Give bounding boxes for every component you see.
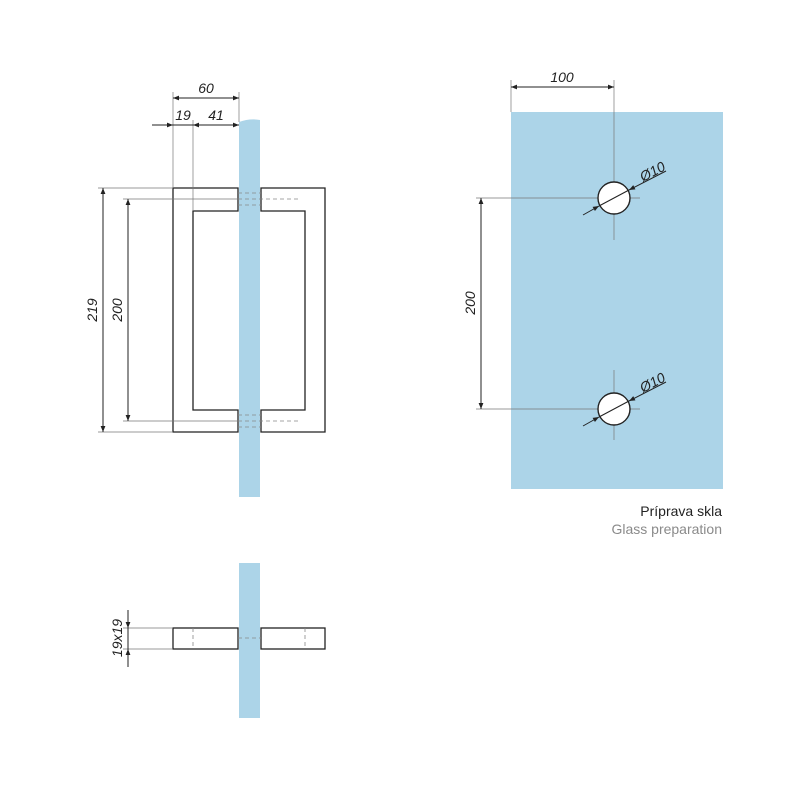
glass-strip — [239, 119, 260, 497]
dim-gap: 41 — [208, 107, 224, 123]
diameter-leader — [598, 189, 630, 207]
bar-right — [260, 627, 326, 650]
diameter-leader — [598, 400, 630, 418]
dim-glass-hole-spacing: 200 — [462, 291, 478, 316]
dim-bar: 19 — [175, 107, 191, 123]
front-view: 60 19 41 219 200 — [84, 80, 326, 497]
glass-preparation-view: 100 200 Ø10 Ø10 Príprava skla Glass prep… — [462, 69, 723, 537]
diameter-leader — [628, 170, 667, 191]
glass-strip-section — [239, 563, 260, 718]
dim-hole-spacing: 200 — [109, 298, 125, 323]
diameter-leader — [628, 381, 667, 402]
dim-height-total: 219 — [84, 298, 100, 323]
diameter-leader — [582, 205, 600, 216]
caption-en: Glass preparation — [611, 521, 722, 537]
handle-left — [172, 187, 239, 433]
handle-right — [260, 187, 326, 433]
dim-profile: 19x19 — [109, 619, 125, 657]
glass-panel — [511, 112, 723, 489]
caption-local: Príprava skla — [640, 503, 722, 519]
dim-edge-offset: 100 — [550, 69, 574, 85]
section-view: 19x19 — [109, 563, 326, 718]
diameter-leader — [582, 416, 600, 427]
dim-total-width: 60 — [198, 80, 214, 96]
bar-left — [172, 627, 239, 650]
